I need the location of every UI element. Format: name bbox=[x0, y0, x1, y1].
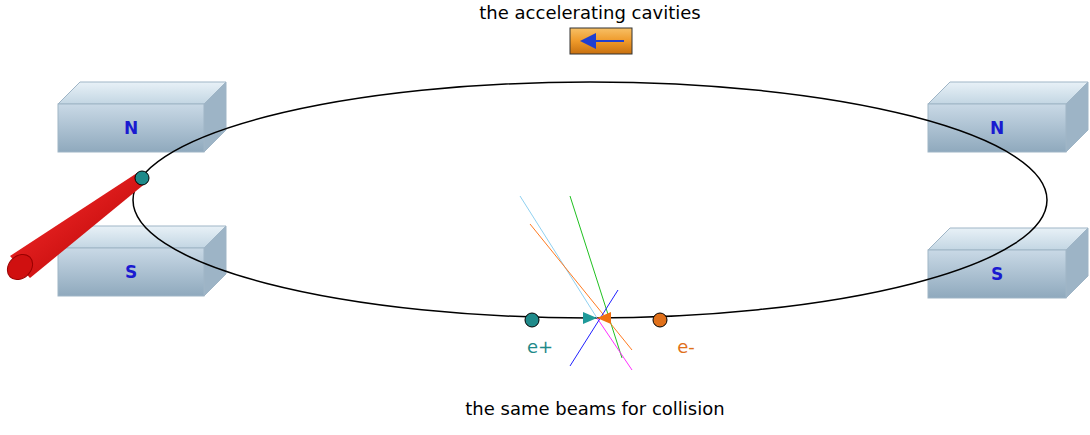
magnet-front bbox=[928, 250, 1066, 298]
magnet-front bbox=[58, 104, 204, 152]
pole-letter: S bbox=[991, 264, 1003, 284]
electron-arrowhead bbox=[597, 312, 611, 324]
pole-letter: S bbox=[125, 262, 137, 282]
particle-label: e- bbox=[677, 336, 695, 357]
electron-dot bbox=[653, 313, 667, 327]
collision-tracks bbox=[520, 196, 632, 370]
field-arrow bbox=[582, 40, 624, 42]
magnet-blocks bbox=[58, 82, 1088, 298]
positron-dot bbox=[525, 313, 539, 327]
magnet-top bbox=[928, 82, 1088, 104]
magnet-side bbox=[204, 226, 226, 296]
magnet-pole: N bbox=[58, 104, 204, 152]
caption-text: the same beams for collision bbox=[465, 398, 724, 419]
positron-arrowhead bbox=[583, 312, 597, 324]
magnet-side bbox=[1066, 228, 1088, 298]
particle-label: e+ bbox=[527, 336, 553, 357]
pole-letter: N bbox=[124, 118, 138, 138]
accelerating-cavity bbox=[570, 28, 632, 54]
caption-text: the accelerating cavities bbox=[479, 2, 700, 23]
pole-letter: N bbox=[990, 118, 1004, 138]
magnet-front bbox=[58, 248, 204, 296]
magnet-pole: N bbox=[928, 104, 1066, 152]
positron-dot bbox=[135, 171, 149, 185]
magnet-pole: S bbox=[928, 250, 1066, 298]
magnet-top bbox=[928, 228, 1088, 250]
magnet-pole: S bbox=[58, 248, 204, 296]
magnet-side bbox=[1066, 82, 1088, 152]
storage-ring bbox=[133, 82, 1047, 318]
magnet-front bbox=[928, 104, 1066, 152]
magnet-top bbox=[58, 82, 226, 104]
light-cone-end bbox=[2, 249, 37, 284]
magnet-side bbox=[204, 82, 226, 152]
